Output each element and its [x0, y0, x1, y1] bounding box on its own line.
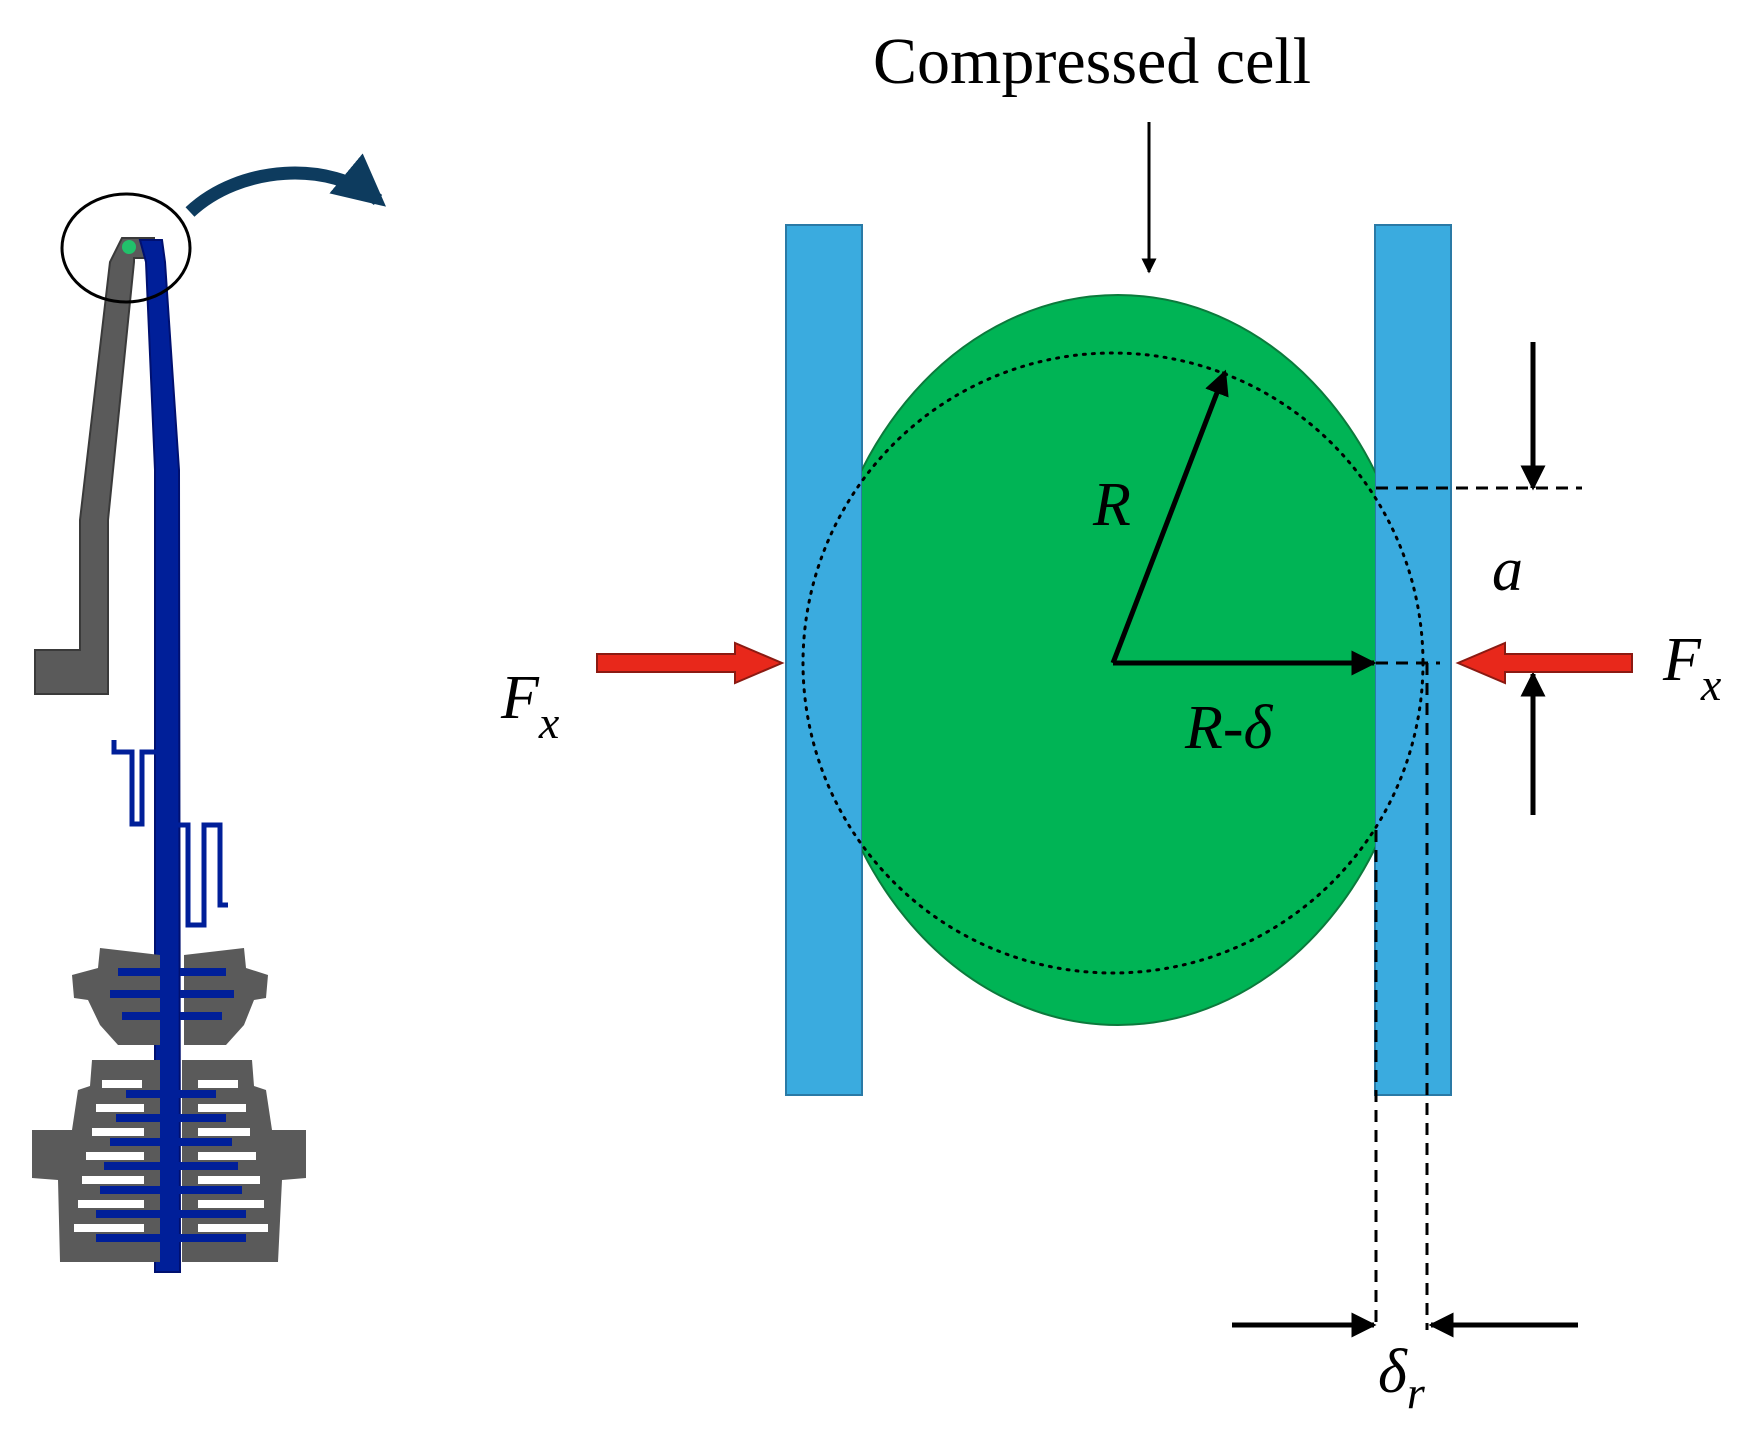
radius-arrow [1110, 369, 1229, 664]
reduced-radius-label: R-δ [1184, 694, 1274, 762]
dimension-guides [1374, 486, 1582, 1330]
gripped-cell-dot [122, 240, 136, 254]
radius-label: R [1092, 471, 1131, 539]
zoom-circle [60, 192, 192, 304]
force-label-left: Fx [500, 664, 560, 748]
force-arrow-left [596, 641, 785, 685]
contact-half-width-label: a [1492, 536, 1523, 604]
left-plate [785, 224, 863, 1096]
right-plate [1374, 224, 1452, 1096]
compressed-cell [862, 294, 1375, 1026]
serpentine-spring-lower [175, 822, 228, 928]
zoom-arrow [185, 153, 386, 217]
diagram-title: Compressed cell [873, 25, 1311, 98]
microgripper-illustration [32, 153, 386, 1273]
gripper-fixed-arm [34, 237, 155, 695]
force-arrow-right [1455, 641, 1633, 685]
comb-drive-upper [72, 948, 268, 1045]
gripper-movable-arm [138, 239, 182, 1273]
comb-drive-lower [32, 1060, 306, 1262]
cell-compression-schematic: Compressed cell R R-δ a Fx Fx δr [500, 25, 1722, 1418]
serpentine-spring-upper [111, 740, 160, 827]
displacement-label: δr [1378, 1338, 1426, 1418]
force-label-right: Fx [1662, 626, 1722, 710]
